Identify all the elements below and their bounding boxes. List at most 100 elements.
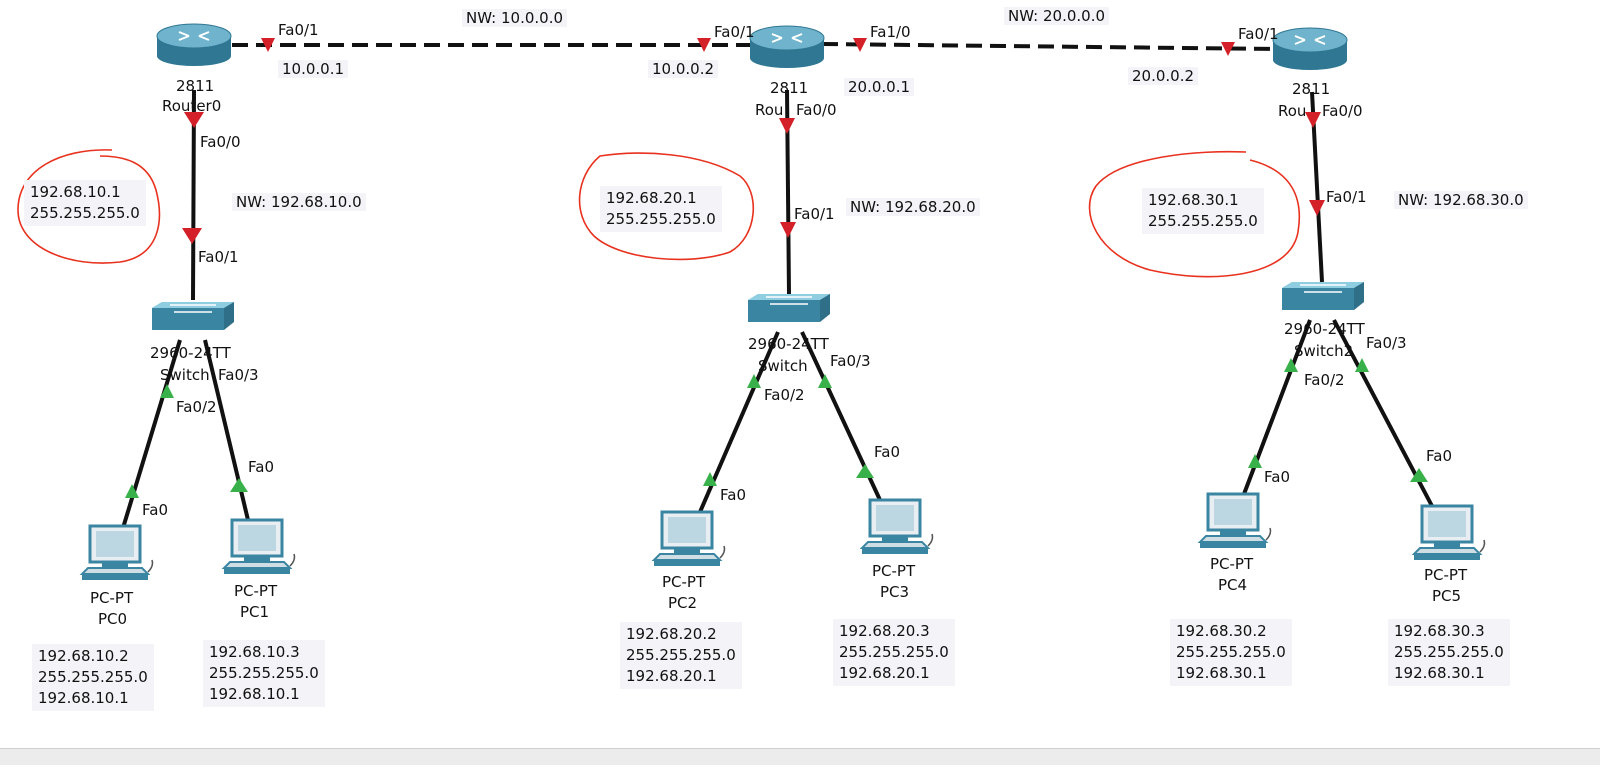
network-label-lan1: NW: 192.68.10.0 — [232, 193, 366, 211]
port-up-indicator — [703, 472, 717, 486]
router-1[interactable] — [749, 25, 825, 69]
router-name-label: Rou — [1278, 102, 1307, 120]
port-up-indicator — [1410, 468, 1428, 482]
note-gateway: 192.68.30.1 — [1176, 664, 1267, 682]
network-label-lan2: NW: 192.68.20.0 — [846, 198, 980, 216]
annotation-circles — [17, 149, 1301, 278]
port-down-indicator — [184, 112, 204, 128]
pc-0[interactable] — [80, 524, 154, 582]
note-mask: 255.255.255.0 — [1148, 212, 1258, 230]
gateway-note: 192.68.10.1 255.255.255.0 — [24, 180, 146, 226]
port-label: Fa0/1 — [1238, 25, 1279, 43]
switch-1[interactable] — [747, 293, 831, 323]
port-up-indicator — [1284, 358, 1298, 372]
port-label: Fa0/0 — [1322, 102, 1363, 120]
port-up-indicator — [230, 478, 248, 492]
port-label: Fa0/1 — [198, 248, 239, 266]
port-down-indicator — [1221, 42, 1235, 56]
port-label: Fa0 — [1426, 447, 1452, 465]
port-down-indicator — [1309, 200, 1325, 216]
pc-name-label: PC2 — [668, 594, 698, 612]
switch-name-label: Switch2 — [1294, 342, 1354, 360]
switch-0[interactable] — [151, 301, 235, 331]
pc-name-label: PC3 — [880, 583, 910, 601]
pc-config-note: 192.68.20.3 255.255.255.0 192.68.20.1 — [833, 619, 955, 686]
port-label: Fa0/2 — [1304, 371, 1345, 389]
pc-name-label: PC0 — [98, 610, 128, 628]
ip-label-r0-fa01: 10.0.0.1 — [278, 60, 349, 78]
router-0[interactable] — [156, 23, 232, 67]
note-mask: 255.255.255.0 — [1394, 643, 1504, 661]
pc-4[interactable] — [1198, 492, 1272, 550]
pc-name-label: PC5 — [1432, 587, 1462, 605]
port-up-indicator — [160, 384, 174, 398]
port-up-indicator — [747, 374, 761, 388]
note-ip: 192.68.20.3 — [839, 622, 930, 640]
port-up-indicator — [1355, 358, 1369, 372]
note-ip: 192.68.30.3 — [1394, 622, 1485, 640]
pc-config-note: 192.68.30.2 255.255.255.0 192.68.30.1 — [1170, 619, 1292, 686]
pc-1[interactable] — [222, 518, 296, 576]
note-mask: 255.255.255.0 — [30, 204, 140, 222]
pc-type-label: PC-PT — [90, 589, 134, 607]
port-up-indicator — [818, 374, 832, 388]
port-up-indicator — [1248, 454, 1262, 468]
router-model-label: 2811 — [770, 79, 809, 97]
pc-5[interactable] — [1412, 504, 1486, 562]
pc-config-note: 192.68.30.3 255.255.255.0 192.68.30.1 — [1388, 619, 1510, 686]
pc-type-label: PC-PT — [872, 562, 916, 580]
router-name-label: Router0 — [162, 97, 222, 115]
port-label: Fa0/2 — [764, 386, 805, 404]
note-mask: 255.255.255.0 — [606, 210, 716, 228]
port-label: Fa0 — [248, 458, 274, 476]
note-ip: 192.68.20.1 — [606, 189, 697, 207]
ip-label-r1-fa10: 20.0.0.1 — [844, 78, 915, 96]
pc-type-label: PC-PT — [234, 582, 278, 600]
router-model-label: 2811 — [176, 77, 215, 95]
port-label: Fa0/1 — [714, 23, 755, 41]
port-label: Fa0/0 — [200, 133, 241, 151]
pc-3[interactable] — [860, 498, 934, 556]
wan-link-r1-r2[interactable] — [821, 42, 1277, 51]
port-label: Fa0/1 — [278, 21, 319, 39]
note-gateway: 192.68.10.1 — [38, 689, 129, 707]
note-gateway: 192.68.30.1 — [1394, 664, 1485, 682]
ip-label-r2-fa01: 20.0.0.2 — [1128, 67, 1199, 85]
switch-model-label: 2960-24TT — [748, 335, 829, 353]
port-indicators — [125, 38, 1428, 498]
port-down-indicator — [261, 38, 275, 52]
port-down-indicator — [1305, 112, 1321, 128]
note-mask: 255.255.255.0 — [38, 668, 148, 686]
note-ip: 192.68.10.2 — [38, 647, 129, 665]
switch-model-label: 2960-24TT — [1284, 320, 1365, 338]
status-bar — [0, 748, 1600, 765]
pc-config-note: 192.68.10.3 255.255.255.0 192.68.10.1 — [203, 640, 325, 707]
note-gateway: 192.68.20.1 — [839, 664, 930, 682]
note-ip: 192.68.10.1 — [30, 183, 121, 201]
port-label: Fa0/0 — [796, 101, 837, 119]
pc-2[interactable] — [652, 510, 726, 568]
port-down-indicator — [697, 38, 711, 52]
annotation-circle — [1088, 150, 1301, 278]
switch-2[interactable] — [1281, 281, 1365, 311]
note-gateway: 192.68.20.1 — [626, 667, 717, 685]
port-label: Fa0 — [142, 501, 168, 519]
note-mask: 255.255.255.0 — [209, 664, 319, 682]
router-2[interactable] — [1272, 27, 1348, 71]
note-gateway: 192.68.10.1 — [209, 685, 300, 703]
note-ip: 192.68.10.3 — [209, 643, 300, 661]
port-label: Fa0/3 — [830, 352, 871, 370]
port-label: Fa0/3 — [218, 366, 259, 384]
port-down-indicator — [779, 118, 795, 134]
port-label: Fa0 — [874, 443, 900, 461]
port-label: Fa0/2 — [176, 398, 217, 416]
port-down-indicator — [182, 228, 202, 244]
pc-config-note: 192.68.20.2 255.255.255.0 192.68.20.1 — [620, 622, 742, 689]
gateway-note: 192.68.30.1 255.255.255.0 — [1142, 188, 1264, 234]
switch-name-label: Switch — [160, 366, 210, 384]
router-name-label: Rou — [755, 101, 784, 119]
port-label: Fa1/0 — [870, 23, 911, 41]
gateway-note: 192.68.20.1 255.255.255.0 — [600, 186, 722, 232]
port-label: Fa0/1 — [794, 205, 835, 223]
